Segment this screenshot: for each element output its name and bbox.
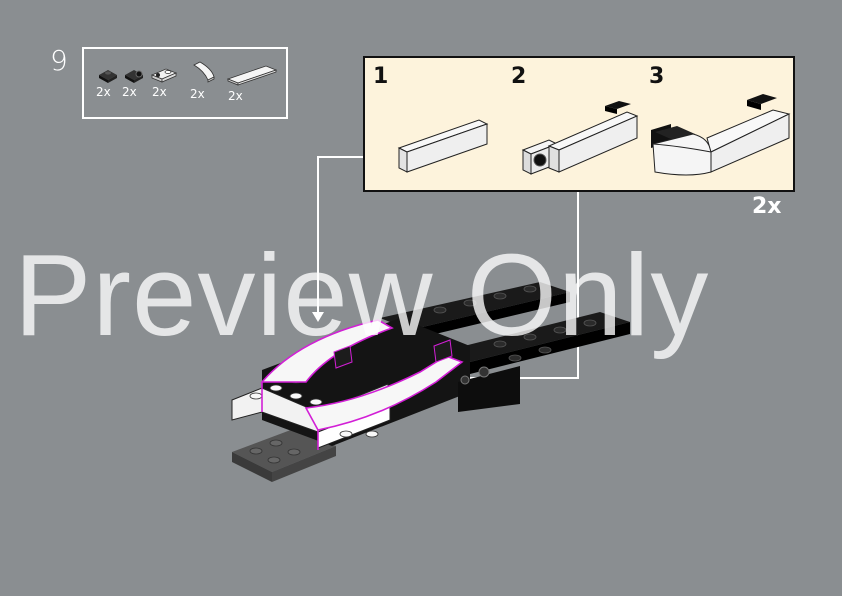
part-plate-1x2: 2x (150, 65, 178, 105)
plate-clip-vertical-icon (125, 70, 143, 83)
substep-multiplier: 2x (752, 194, 782, 219)
part-plate-clip-vertical: 2x (122, 65, 146, 105)
part-qty: 2x (152, 85, 167, 99)
parts-list: 2x 2x 2x 2x (82, 47, 288, 119)
substep-3-assembly-illustration (651, 94, 791, 176)
substep-number: 3 (649, 64, 665, 89)
part-plate-clip: 2x (96, 65, 120, 105)
plate-clip-icon (99, 70, 117, 83)
part-qty: 2x (228, 89, 243, 103)
substep-number: 2 (511, 64, 527, 89)
preview-watermark: Preview Only (14, 230, 710, 360)
substeps-callout: 1 2 3 (363, 56, 795, 192)
plate-1x2-icon (150, 68, 178, 83)
slope-curved-icon (193, 61, 215, 83)
step-number: 9 (50, 44, 68, 77)
tile-1x4-icon (226, 65, 278, 86)
part-qty: 2x (122, 85, 137, 99)
substep-number: 1 (373, 64, 389, 89)
part-qty: 2x (96, 85, 111, 99)
part-slope-curved: 2x (188, 59, 218, 105)
substep-2-assembly-illustration (521, 101, 639, 175)
part-qty: 2x (190, 87, 205, 101)
substep-1-tile-illustration (397, 119, 489, 173)
part-tile-1x4: 2x (224, 63, 280, 107)
